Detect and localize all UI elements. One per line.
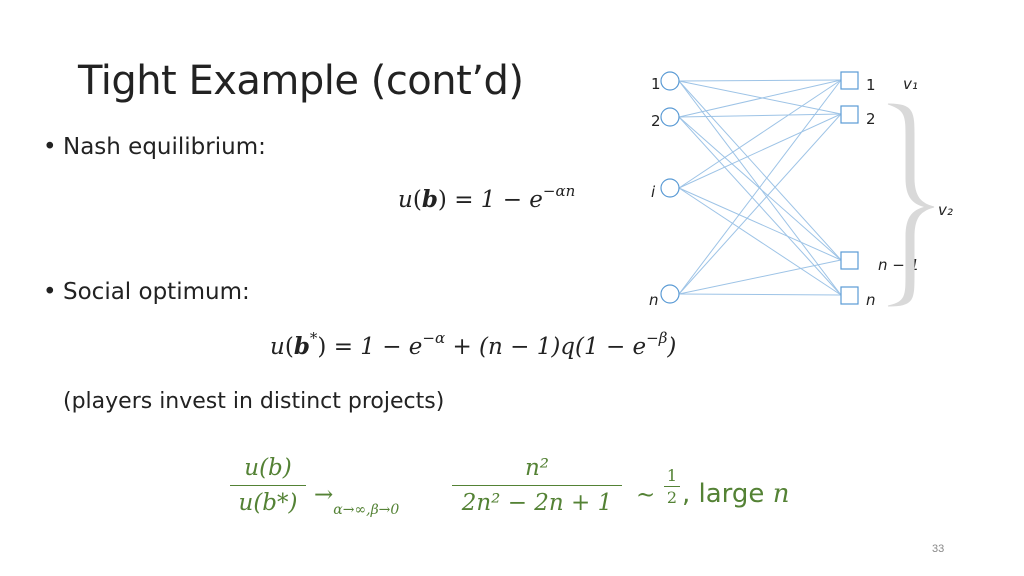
left-label-2: 2: [651, 112, 661, 130]
bullet-dot: •: [43, 134, 57, 160]
ratio-bar: [230, 485, 306, 486]
limit-denominator: 2n² − 2n + 1: [461, 490, 613, 516]
bullet-dot: •: [43, 279, 57, 305]
graph-edge: [678, 116, 842, 296]
limit-arrow: →: [314, 482, 334, 508]
social-close: ): [667, 334, 677, 360]
limit-numerator: n²: [524, 455, 550, 481]
large-n-text: , large n: [682, 479, 789, 509]
bullet-social-text: Social optimum:: [63, 279, 250, 305]
graph-edge: [678, 79, 842, 189]
graph-edge: [678, 116, 842, 261]
graph-edge: [678, 79, 842, 82]
note-text: (players invest in distinct projects): [63, 389, 445, 414]
large-var: n: [772, 479, 790, 509]
graph-edge: [678, 113, 842, 118]
graph-edge: [678, 187, 842, 261]
right-label-1: 1: [866, 76, 876, 94]
graph-edge: [678, 293, 842, 296]
left-label-1: 1: [651, 75, 661, 93]
right-node-n-minus-1: [840, 251, 859, 270]
left-node-1: [660, 71, 680, 91]
large-text: , large: [682, 479, 765, 509]
graph-edge: [678, 80, 842, 115]
bullet-nash-text: Nash equilibrium:: [63, 134, 266, 160]
nash-u: u: [398, 187, 413, 213]
left-node-n: [660, 284, 680, 304]
limit-arrow-group: →α→∞,β→0: [314, 482, 399, 518]
ratio-numerator: u(b): [244, 455, 292, 481]
nash-exp: −αn: [542, 182, 576, 200]
nash-equation: u(b) = 1 − e−αn: [398, 182, 576, 214]
ratio-fraction: u(b) u(b*): [230, 455, 306, 516]
approx-symbol: ∼: [636, 482, 656, 508]
right-label-2: 2: [866, 110, 876, 128]
graph-edge: [678, 113, 842, 295]
nash-b: b: [421, 186, 438, 213]
social-b: b: [293, 333, 310, 360]
graph-edge: [678, 79, 842, 118]
social-star: *: [309, 329, 318, 347]
right-brace: [887, 103, 935, 307]
right-label-n: n: [866, 291, 876, 309]
bullet-social: • Social optimum:: [43, 279, 250, 305]
half-bar: [664, 486, 680, 487]
social-equation: u(b*) = 1 − e−α + (n − 1)q(1 − e−β): [270, 329, 677, 361]
v1-label: v₁: [903, 75, 918, 93]
limit-subscript: α→∞,β→0: [333, 502, 400, 518]
graph-edge: [678, 113, 842, 189]
graph-edge: [678, 259, 842, 295]
left-node-i: [660, 178, 680, 198]
right-node-2: [840, 105, 859, 124]
graph-edge: [678, 79, 842, 295]
half-denominator: 2: [666, 488, 678, 507]
social-rhs-2: + (n − 1)q(1 − e: [452, 334, 647, 360]
limit-fraction: n² 2n² − 2n + 1: [452, 455, 622, 516]
graph-edges: [678, 79, 842, 296]
limit-bar: [452, 485, 622, 486]
social-rhs-1: 1 − e: [360, 334, 423, 360]
graph-edge: [678, 187, 842, 296]
ratio-denominator: u(b*): [238, 490, 298, 516]
slide-title: Tight Example (cont’d): [78, 58, 524, 104]
right-node-n: [840, 286, 859, 305]
right-node-1: [840, 71, 859, 90]
v2-label: v₂: [938, 201, 953, 219]
left-label-n: n: [649, 291, 659, 309]
social-exp-2: −β: [646, 329, 668, 347]
nash-rhs: 1 − e: [480, 187, 543, 213]
half-numerator: 1: [666, 466, 678, 485]
social-exp-1: −α: [422, 329, 446, 347]
graph-edge: [678, 80, 842, 261]
page-number: 33: [932, 543, 945, 555]
left-label-i: i: [651, 183, 656, 201]
bullet-nash: • Nash equilibrium:: [43, 134, 266, 160]
left-node-2: [660, 107, 680, 127]
social-u: u: [270, 334, 285, 360]
half-fraction: 1 2: [664, 466, 680, 507]
